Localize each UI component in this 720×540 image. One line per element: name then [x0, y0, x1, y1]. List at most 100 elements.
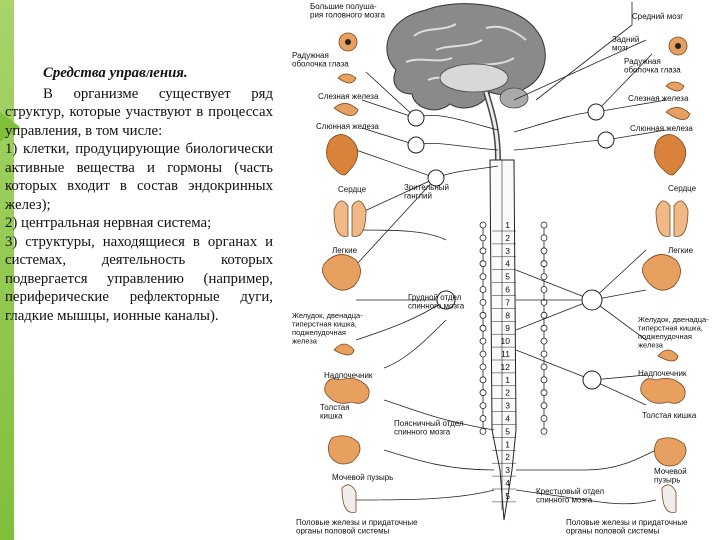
list-item-2: 2) центральная нервная система;: [5, 215, 212, 231]
segment-number: 9: [505, 323, 510, 333]
label-lungs-left: Легкие: [332, 246, 358, 255]
slide-bullet-arrow-icon: [0, 112, 20, 142]
ganglion-node: [479, 298, 487, 306]
brain-illustration: [386, 3, 546, 161]
ganglion-node: [479, 415, 487, 422]
ganglion-node: [479, 363, 487, 371]
segment-number: 1: [505, 375, 510, 385]
ganglion-node: [540, 260, 548, 268]
segment-number: 3: [505, 401, 510, 411]
segment-number: 3: [505, 465, 510, 475]
salivary-right-icon: [665, 107, 691, 120]
ganglion-node: [479, 234, 487, 242]
ganglion-node: [540, 247, 548, 255]
ganglion-node: [479, 311, 487, 319]
label-heart-right: Сердце: [668, 184, 697, 193]
ganglion-node: [479, 260, 487, 268]
ganglion-node: [540, 427, 548, 435]
ganglion-node: [540, 221, 548, 229]
label-brain-hemispheres: Большие полуша-рия головного мозга: [310, 2, 385, 20]
ganglion-node: [540, 273, 548, 281]
segment-number: 8: [505, 310, 510, 320]
lacrimal-right-icon: [665, 81, 685, 92]
label-colon-right: Толстая кишка: [642, 411, 697, 420]
label-salivary-left: Слюнная железа: [316, 122, 379, 131]
segment-number: 3: [505, 246, 510, 256]
segment-number: 4: [505, 414, 510, 424]
segment-number: 4: [505, 478, 510, 488]
segment-number: 2: [505, 233, 510, 243]
lungs-right-icon: [655, 200, 689, 237]
ganglion-node: [540, 337, 548, 345]
intro-paragraph: В организме существует ряд структур, кот…: [5, 85, 273, 139]
segment-number: 11: [501, 349, 510, 359]
nerve-connections: [355, 2, 667, 505]
ganglion-node: [540, 363, 548, 371]
ganglion-node: [540, 234, 548, 242]
label-stomach-left: Желудок, двенадца-типерстная кишка,подже…: [292, 311, 363, 346]
stomach-right-icon: [642, 254, 681, 291]
ganglion-node: [479, 337, 487, 345]
lacrimal-left-icon: [337, 73, 357, 84]
left-ganglion-chain: [479, 221, 487, 435]
genitals-right-icon: [661, 484, 677, 513]
ganglion-node: [479, 286, 487, 293]
label-lacrimal-left: Слезная железа: [318, 92, 379, 101]
right-ganglion-chain: [540, 221, 548, 435]
segment-number: 6: [505, 285, 510, 295]
segment-number: 5: [505, 272, 510, 282]
label-salivary-right: Слюнная железа: [630, 124, 693, 133]
segment-number: 5: [505, 426, 510, 436]
label-lacrimal-right: Слезная железа: [628, 94, 689, 103]
segment-number: 12: [501, 362, 511, 372]
label-midbrain: Средний мозг: [632, 12, 683, 21]
left-organs: [322, 32, 370, 513]
ganglion-node: [540, 350, 548, 358]
segment-number: 1: [505, 220, 510, 230]
segment-number: 4: [505, 259, 510, 269]
ganglion-node: [479, 402, 487, 410]
segment-number: 1: [505, 439, 510, 449]
heart-left-icon: [326, 134, 359, 176]
ganglion-node: [479, 247, 487, 255]
ganglion-node: [479, 324, 487, 332]
list-item-3: 3) структуры, находящиеся в органах и си…: [5, 233, 273, 324]
ganglion-node: [479, 376, 487, 384]
genitals-left-icon: [341, 484, 357, 513]
segment-number: 10: [501, 336, 511, 346]
ganglion-node: [479, 273, 487, 281]
spinal-cord: [489, 159, 517, 521]
label-lungs-right: Легкие: [668, 246, 694, 255]
ganglion-node: [479, 427, 487, 435]
label-adrenal-left: Надпочечник: [324, 371, 373, 380]
ganglion-node: [540, 415, 548, 422]
segment-number: 2: [505, 452, 510, 462]
segment-number: 5: [505, 491, 510, 501]
list-item-1: 1) клетки, продуцирующие биологически ак…: [5, 141, 273, 213]
diagram-labels: Большие полуша-рия головного мозга Средн…: [292, 2, 709, 536]
ganglion-node: [540, 286, 548, 293]
ganglion-node: [479, 389, 487, 397]
heart-right-icon: [654, 134, 687, 176]
bladder-right-icon: [654, 437, 687, 467]
stomach-left-icon: [322, 254, 361, 291]
label-adrenal-right: Надпочечник: [638, 369, 687, 378]
ganglion-node: [540, 389, 548, 397]
lungs-left-icon: [333, 200, 367, 237]
description-text: Средства управления. В организме существ…: [5, 64, 273, 325]
ganglion-node: [479, 221, 487, 229]
ganglion-node: [540, 402, 548, 410]
segment-number: 7: [505, 297, 510, 307]
label-stomach-right: Желудок, двенадца-типерстная кишка,подже…: [638, 315, 709, 350]
